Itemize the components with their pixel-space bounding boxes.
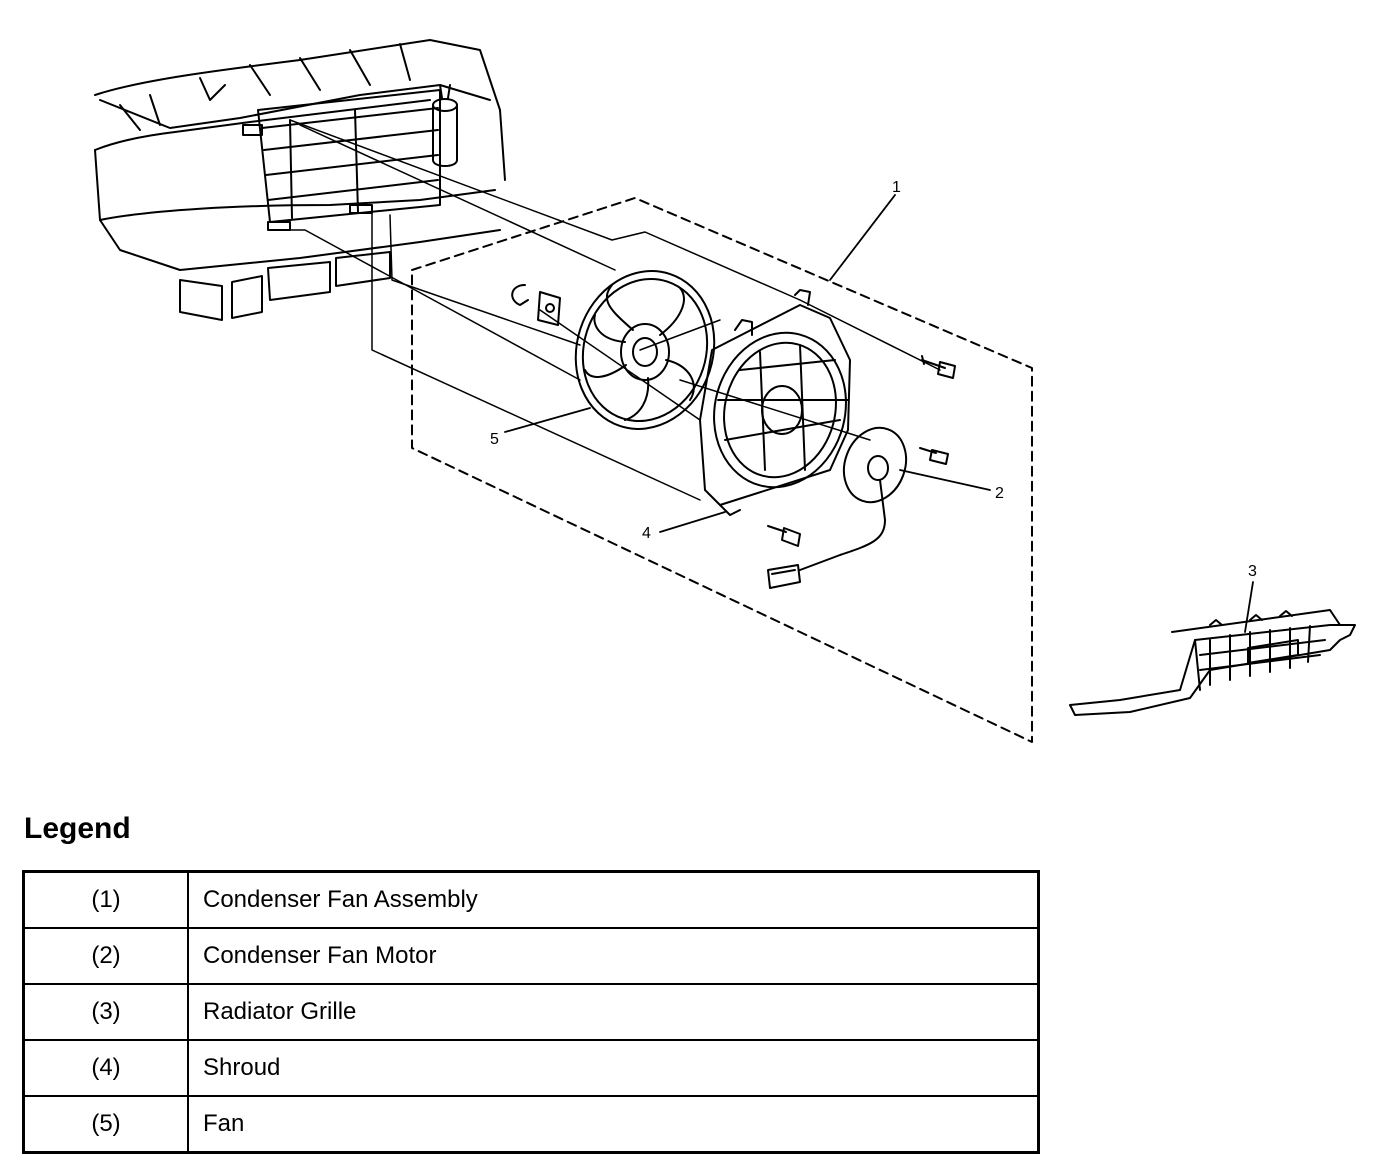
- fan-motor: [767, 426, 908, 589]
- callout-4: 4: [642, 525, 651, 542]
- legend-number: (5): [22, 1095, 189, 1154]
- legend-description: Fan: [187, 1095, 1040, 1154]
- fan-clip: [511, 284, 561, 326]
- assembly-boundary: [411, 197, 1033, 743]
- legend-title: Legend: [24, 812, 131, 845]
- receiver-drier: [432, 84, 458, 167]
- legend-number: (4): [22, 1039, 189, 1097]
- leader-lines: [504, 194, 1254, 633]
- legend-row: (1) Condenser Fan Assembly: [22, 870, 1040, 929]
- bolts: [767, 355, 956, 547]
- legend-row: (2) Condenser Fan Motor: [22, 927, 1040, 985]
- fan: [574, 270, 716, 430]
- radiator-grille: [1069, 609, 1356, 716]
- legend-table: (1) Condenser Fan Assembly (2) Condenser…: [22, 870, 1040, 1154]
- alignment-lines: [289, 119, 941, 501]
- legend-description: Radiator Grille: [187, 983, 1040, 1041]
- legend-number: (3): [22, 983, 189, 1041]
- condenser: [242, 89, 441, 231]
- legend-row: (5) Fan: [22, 1095, 1040, 1154]
- exploded-view-diagram: 1 2 3 4 5: [94, 39, 1356, 743]
- vehicle-front: [94, 39, 506, 321]
- callout-1: 1: [892, 179, 901, 196]
- legend-description: Condenser Fan Assembly: [187, 870, 1040, 929]
- legend-row: (4) Shroud: [22, 1039, 1040, 1097]
- shroud: [699, 289, 851, 516]
- legend-number: (2): [22, 927, 189, 985]
- callout-2: 2: [995, 485, 1004, 502]
- callout-3: 3: [1248, 563, 1257, 580]
- legend-number: (1): [22, 870, 189, 929]
- legend-description: Condenser Fan Motor: [187, 927, 1040, 985]
- legend-row: (3) Radiator Grille: [22, 983, 1040, 1041]
- legend-description: Shroud: [187, 1039, 1040, 1097]
- callout-5: 5: [490, 431, 499, 448]
